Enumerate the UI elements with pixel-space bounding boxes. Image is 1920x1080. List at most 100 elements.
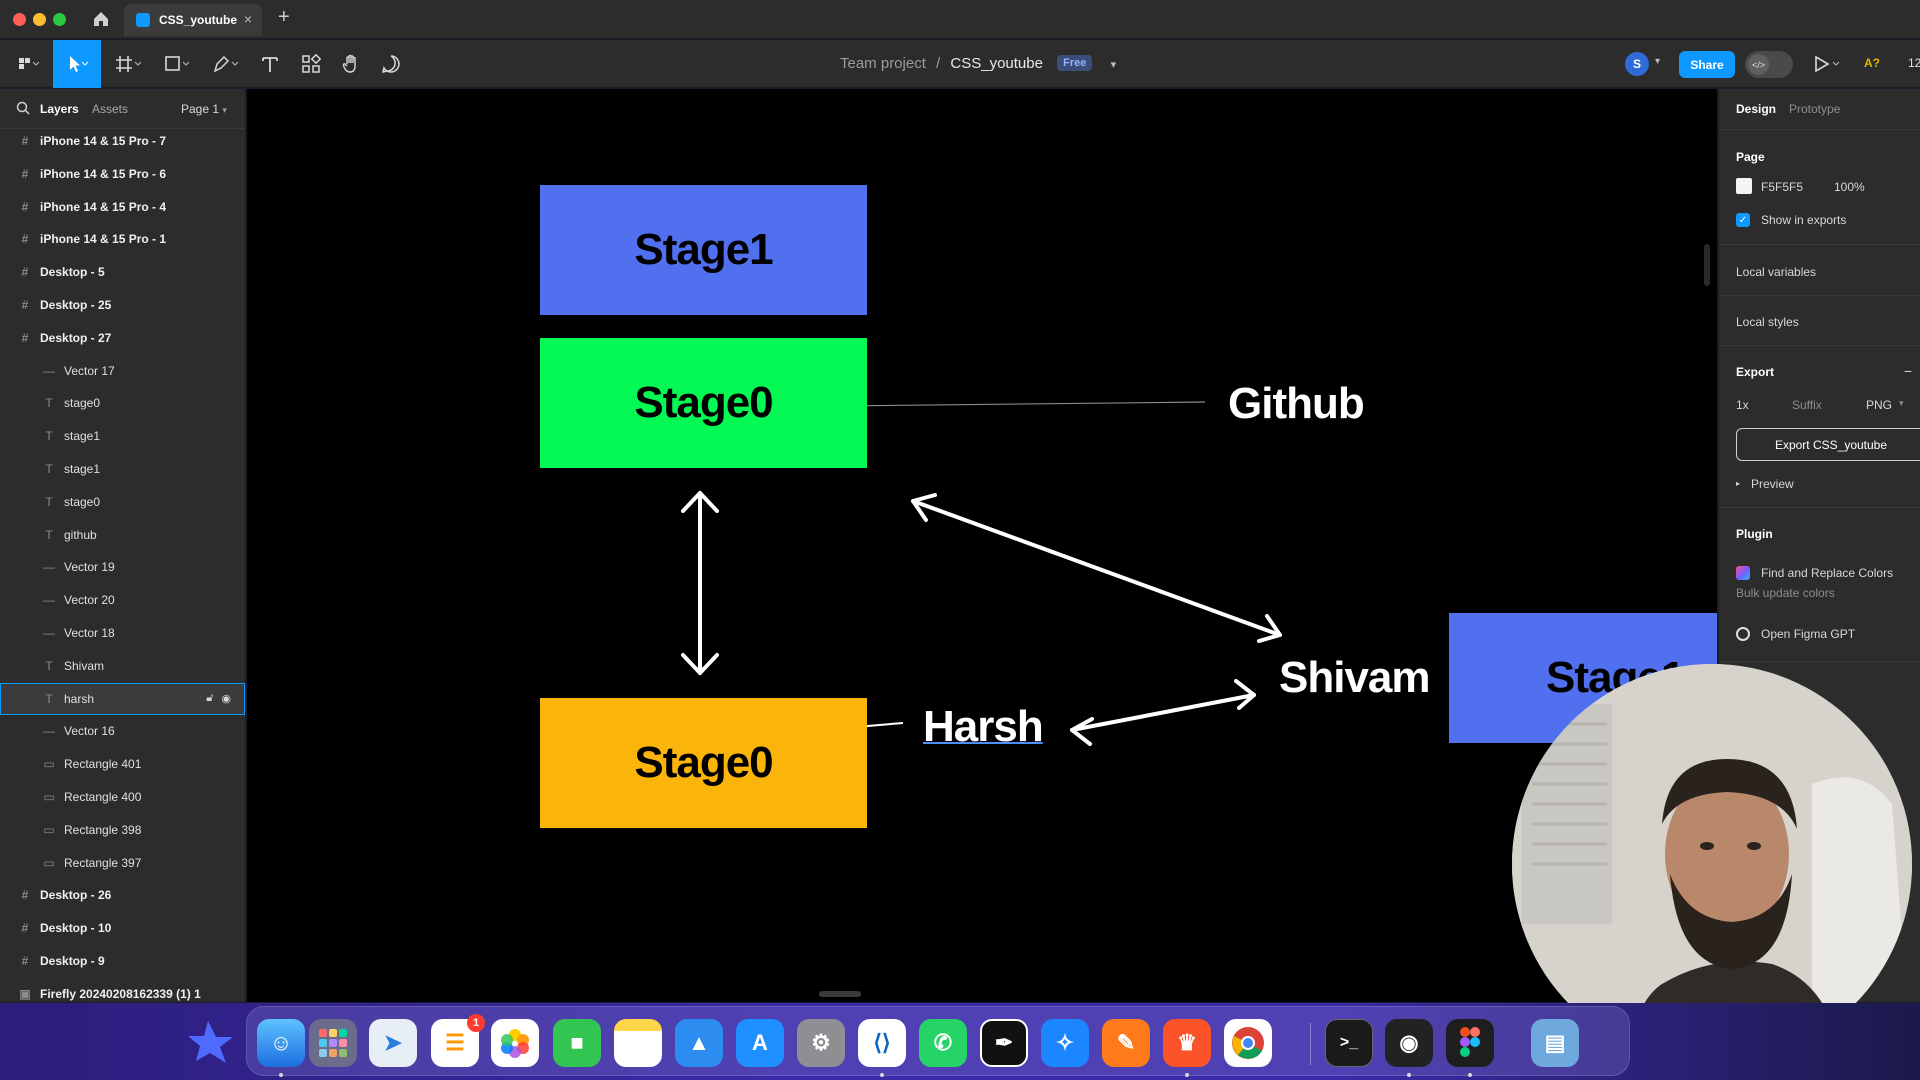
close-tab-icon[interactable]: × <box>243 11 252 27</box>
layer-row[interactable]: —Vector 19 <box>0 551 245 583</box>
terminal-icon[interactable]: >_ <box>1325 1019 1373 1067</box>
chrome-icon[interactable] <box>1224 1019 1272 1067</box>
tab-prototype[interactable]: Prototype <box>1789 102 1841 116</box>
share-button[interactable]: Share <box>1679 51 1735 78</box>
minimize-window-button[interactable] <box>33 13 46 26</box>
layer-row[interactable]: #Desktop - 9 <box>0 945 245 977</box>
obs-icon[interactable]: ◉ <box>1385 1019 1433 1067</box>
sketch-pen-icon[interactable]: ✎ <box>1102 1019 1150 1067</box>
layer-row[interactable]: ▣Firefly 20240208162339 (1) 1 <box>0 978 245 1010</box>
safari-icon[interactable]: ✧ <box>1041 1019 1089 1067</box>
layer-row[interactable]: #Desktop - 25 <box>0 289 245 321</box>
resources-tool-button[interactable] <box>291 50 331 78</box>
facetime-icon[interactable]: ■ <box>553 1019 601 1067</box>
app-store-icon[interactable]: A <box>736 1019 784 1067</box>
shivam-label[interactable]: Shivam <box>1279 653 1431 702</box>
layer-row[interactable]: #iPhone 14 & 15 Pro - 7 <box>0 125 245 157</box>
design-canvas[interactable]: Stage1 Stage0 Stage0 Stage1 Github Harsh… <box>247 89 1717 1002</box>
harsh-label[interactable]: Harsh <box>923 702 1044 751</box>
vertical-scrollbar[interactable] <box>1704 244 1710 286</box>
new-tab-button[interactable]: + <box>278 6 290 28</box>
main-menu-button[interactable] <box>8 50 48 78</box>
eye-icon[interactable]: ◉ <box>221 692 231 705</box>
brave-icon[interactable]: ♛ <box>1163 1019 1211 1067</box>
layer-row[interactable]: ▭Rectangle 401 <box>0 748 245 780</box>
remove-export-icon[interactable]: − <box>1904 363 1913 379</box>
breadcrumb-file[interactable]: CSS_youtube <box>950 55 1043 72</box>
notes-icon[interactable] <box>614 1019 662 1067</box>
move-tool-button[interactable] <box>53 40 101 88</box>
pen-app-icon[interactable]: ✒ <box>980 1019 1028 1067</box>
frame-tool-button[interactable] <box>108 50 148 78</box>
stage0-green-box[interactable]: Stage0 <box>540 338 867 468</box>
file-menu-chevron-icon[interactable]: ▾ <box>1110 59 1117 71</box>
close-window-button[interactable] <box>13 13 26 26</box>
unlock-icon[interactable]: 🔓︎ <box>206 691 214 704</box>
local-variables-link[interactable]: Local variables <box>1736 265 1817 279</box>
tab-assets[interactable]: Assets <box>92 102 129 116</box>
hand-tool-button[interactable] <box>331 50 371 78</box>
search-icon[interactable] <box>16 101 30 120</box>
home-icon[interactable] <box>90 8 112 30</box>
file-tab[interactable]: CSS_youtube × <box>124 4 262 36</box>
tab-design[interactable]: Design <box>1736 102 1777 116</box>
layer-row[interactable]: #iPhone 14 & 15 Pro - 6 <box>0 158 245 190</box>
text-tool-button[interactable] <box>250 50 290 78</box>
github-label[interactable]: Github <box>1228 379 1365 428</box>
finder-icon[interactable]: ☺ <box>257 1019 305 1067</box>
layer-row[interactable]: #Desktop - 26 <box>0 879 245 911</box>
layer-row[interactable]: #Desktop - 5 <box>0 256 245 288</box>
downloads-folder-icon[interactable]: ▤ <box>1531 1019 1579 1067</box>
vscode-icon[interactable]: ⟨⟩ <box>858 1019 906 1067</box>
layer-row[interactable]: ▭Rectangle 398 <box>0 814 245 846</box>
export-scale-select[interactable]: 1x <box>1736 398 1749 412</box>
shape-tool-button[interactable] <box>157 50 197 78</box>
horizontal-scrollbar[interactable] <box>819 991 861 997</box>
dev-mode-toggle[interactable]: </> <box>1745 51 1793 78</box>
missing-fonts-indicator[interactable]: A? <box>1864 56 1880 70</box>
harsh-shivam-double-arrow[interactable] <box>1070 679 1256 746</box>
plugin-open-figma-gpt[interactable]: Open Figma GPT <box>1761 627 1856 641</box>
layer-row[interactable]: —Vector 16 <box>0 715 245 747</box>
stage-vertical-double-arrow[interactable] <box>681 491 719 675</box>
diagonal-double-arrow[interactable] <box>911 493 1282 643</box>
tab-layers[interactable]: Layers <box>40 102 79 116</box>
page-selector[interactable]: Page 1 ▾ <box>181 102 227 116</box>
breadcrumb-team[interactable]: Team project <box>840 55 926 72</box>
zoom-level[interactable]: 12 <box>1908 56 1920 70</box>
export-format-select[interactable]: PNG <box>1866 398 1893 412</box>
avatar[interactable]: S <box>1625 52 1649 76</box>
show-in-exports-checkbox[interactable]: ✓ <box>1736 213 1750 227</box>
local-styles-link[interactable]: Local styles <box>1736 315 1799 329</box>
system-settings-icon[interactable]: ⚙ <box>797 1019 845 1067</box>
reminders-icon[interactable]: ☰1 <box>431 1014 485 1067</box>
maps-icon[interactable]: ➤ <box>369 1019 417 1067</box>
export-preview-toggle[interactable]: Preview <box>1751 477 1794 491</box>
layer-row[interactable]: #Desktop - 10 <box>0 912 245 944</box>
layer-row[interactable]: ▭Rectangle 397 <box>0 847 245 879</box>
comment-tool-button[interactable] <box>371 50 411 78</box>
stage1-box[interactable]: Stage1 <box>540 185 867 315</box>
layer-row[interactable]: —Vector 20 <box>0 584 245 616</box>
chevron-down-icon[interactable]: ▾ <box>1899 398 1904 408</box>
present-button[interactable] <box>1812 54 1842 79</box>
stage0-orange-box[interactable]: Stage0 <box>540 698 867 828</box>
export-suffix-input[interactable]: Suffix <box>1792 398 1822 412</box>
github-connector-line[interactable] <box>837 401 1206 407</box>
page-color-value[interactable]: F5F5F5 <box>1761 180 1804 194</box>
page-opacity-value[interactable]: 100% <box>1834 180 1865 194</box>
layer-row[interactable]: —Vector 18 <box>0 617 245 649</box>
launchpad-icon[interactable] <box>309 1019 357 1067</box>
layer-row[interactable]: #Desktop - 27 <box>0 322 245 354</box>
chevron-right-icon[interactable]: ▸ <box>1736 479 1741 488</box>
keynote-icon[interactable]: ▲ <box>675 1019 723 1067</box>
whatsapp-icon[interactable]: ✆ <box>919 1019 967 1067</box>
maximize-window-button[interactable] <box>53 13 66 26</box>
